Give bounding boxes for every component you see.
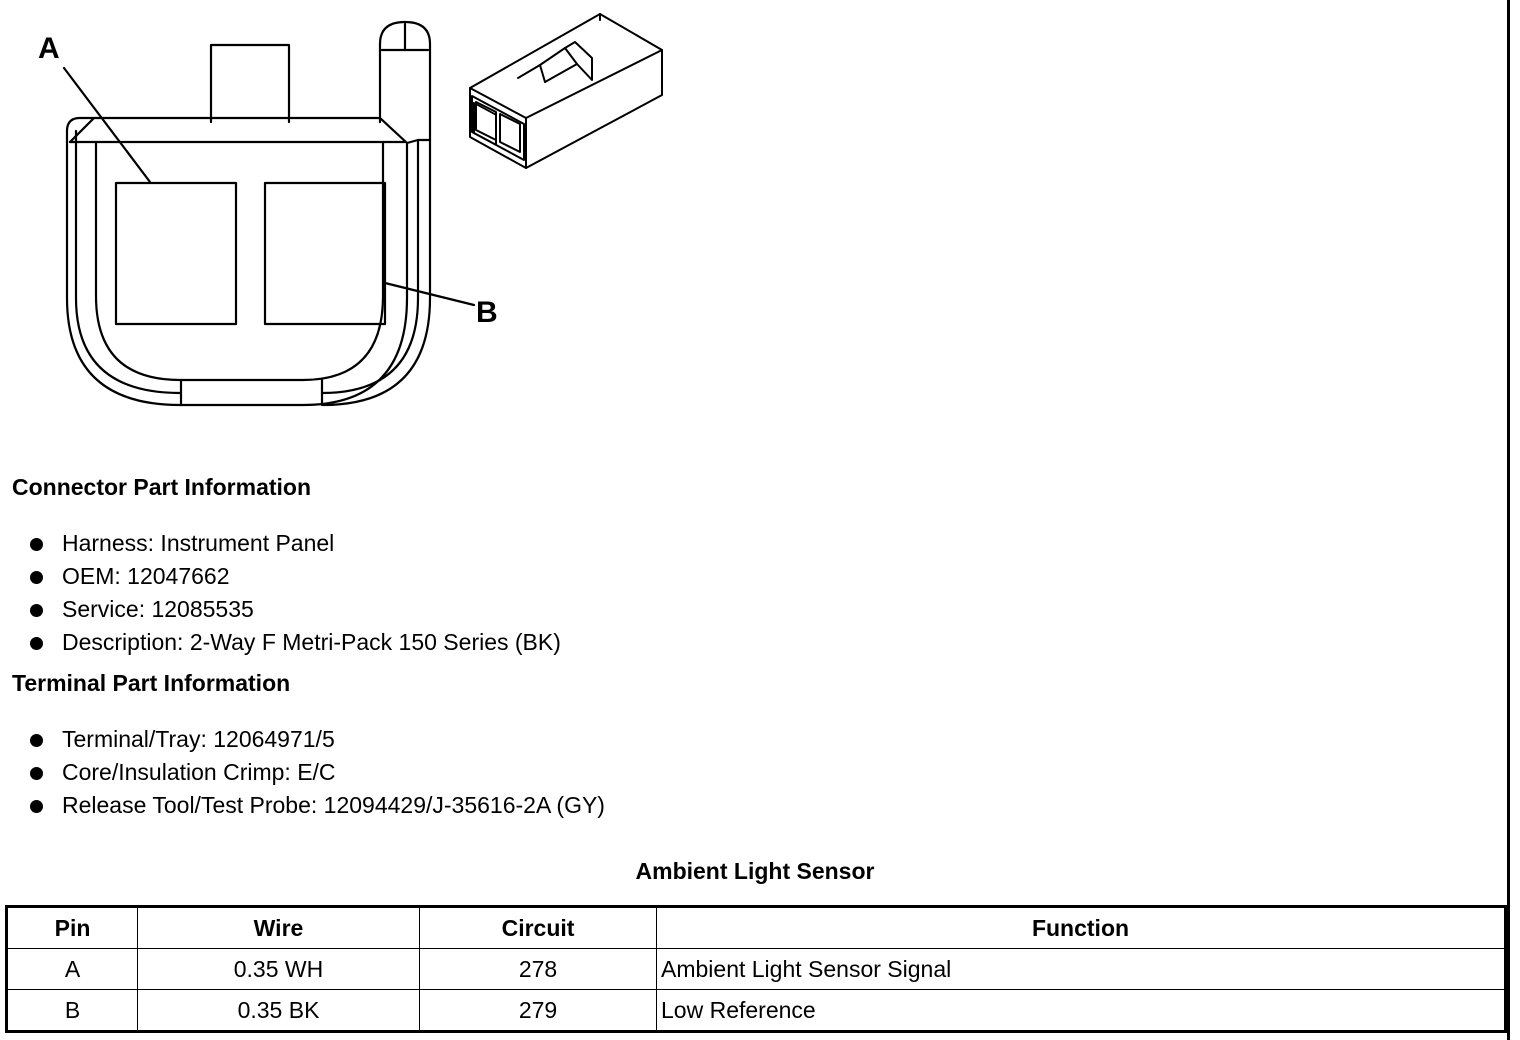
bullet-icon [30,637,43,650]
connector-isometric-view [469,13,663,169]
table-row: B 0.35 BK 279 Low Reference [6,989,1506,1032]
table-title: Ambient Light Sensor [635,858,875,884]
pin-function-table: Pin Wire Circuit Function A 0.35 WH 278 … [5,905,1507,1033]
pin-a-leader [62,66,152,184]
cell-pin: B [6,989,138,1032]
header-function: Function [656,906,1506,949]
terminal-part-info-heading: Terminal Part Information [12,670,291,696]
connector-diagram: A B [38,13,663,407]
cell-pin: A [6,948,138,990]
pin-a-label: A [38,32,60,65]
cell-wire: 0.35 WH [137,948,420,990]
connector-part-info-heading: Connector Part Information [12,474,312,500]
list-item: Description: 2-Way F Metri-Pack 150 Seri… [28,626,561,659]
bullet-icon [30,604,43,617]
connector-part-info-list: Harness: Instrument Panel OEM: 12047662 … [28,527,561,659]
terminal-cavity-b [263,181,387,326]
cell-function: Ambient Light Sensor Signal [656,948,1506,990]
bullet-icon [30,767,43,780]
connector-inner-outline [94,140,385,382]
pin-b-leader [383,281,476,307]
list-item: Core/Insulation Crimp: E/C [28,756,605,789]
header-circuit: Circuit [419,906,657,949]
table-header-row: Pin Wire Circuit Function [6,906,1506,949]
connector-alignment-post [378,20,432,142]
header-pin: Pin [6,906,138,949]
list-item: Release Tool/Test Probe: 12094429/J-3561… [28,789,605,822]
connector-lock-tab [209,43,291,124]
terminal-part-info-list: Terminal/Tray: 12064971/5 Core/Insulatio… [28,723,605,822]
table-row: A 0.35 WH 278 Ambient Light Sensor Signa… [6,948,1506,990]
cell-wire: 0.35 BK [137,989,420,1032]
list-item: Harness: Instrument Panel [28,527,561,560]
bullet-icon [30,538,43,551]
header-wire: Wire [137,906,420,949]
terminal-cavity-a [114,181,238,326]
pin-b-label: B [476,296,498,329]
bullet-icon [30,734,43,747]
list-item: Terminal/Tray: 12064971/5 [28,723,605,756]
list-item: OEM: 12047662 [28,560,561,593]
cell-function: Low Reference [656,989,1506,1032]
cell-circuit: 278 [419,948,657,990]
cell-circuit: 279 [419,989,657,1032]
page-border-right [1507,0,1510,1040]
list-item: Service: 12085535 [28,593,561,626]
connector-body-outline [65,116,409,407]
bullet-icon [30,800,43,813]
bullet-icon [30,571,43,584]
